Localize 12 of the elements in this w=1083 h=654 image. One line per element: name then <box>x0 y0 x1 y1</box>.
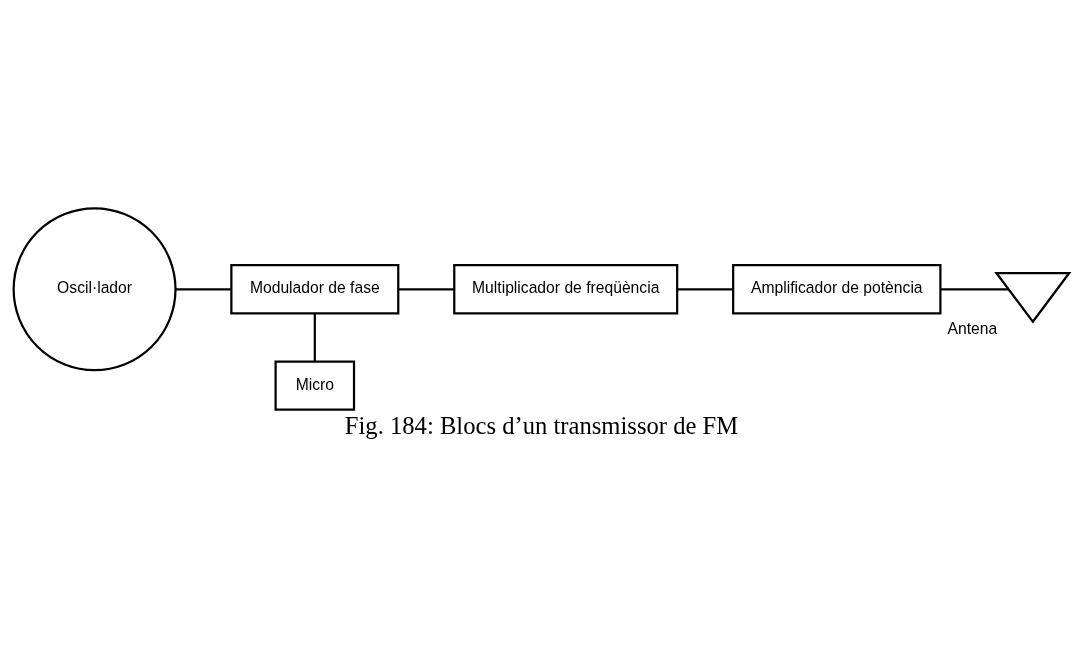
node-box: Modulador de fase <box>230 264 400 315</box>
connector <box>313 313 316 362</box>
node-circle: Oscil·lador <box>12 207 177 372</box>
connector <box>398 288 454 291</box>
node-box: Amplificador de potència <box>732 264 942 315</box>
node-box: Micro <box>274 360 356 411</box>
node-box: Multiplicador de freqüència <box>453 264 679 315</box>
caption: Fig. 184: Blocs d’un transmissor de FM <box>344 411 739 439</box>
node-label: Antena <box>947 320 998 338</box>
connector <box>940 288 1009 291</box>
connector <box>175 288 232 291</box>
connector <box>677 288 733 291</box>
